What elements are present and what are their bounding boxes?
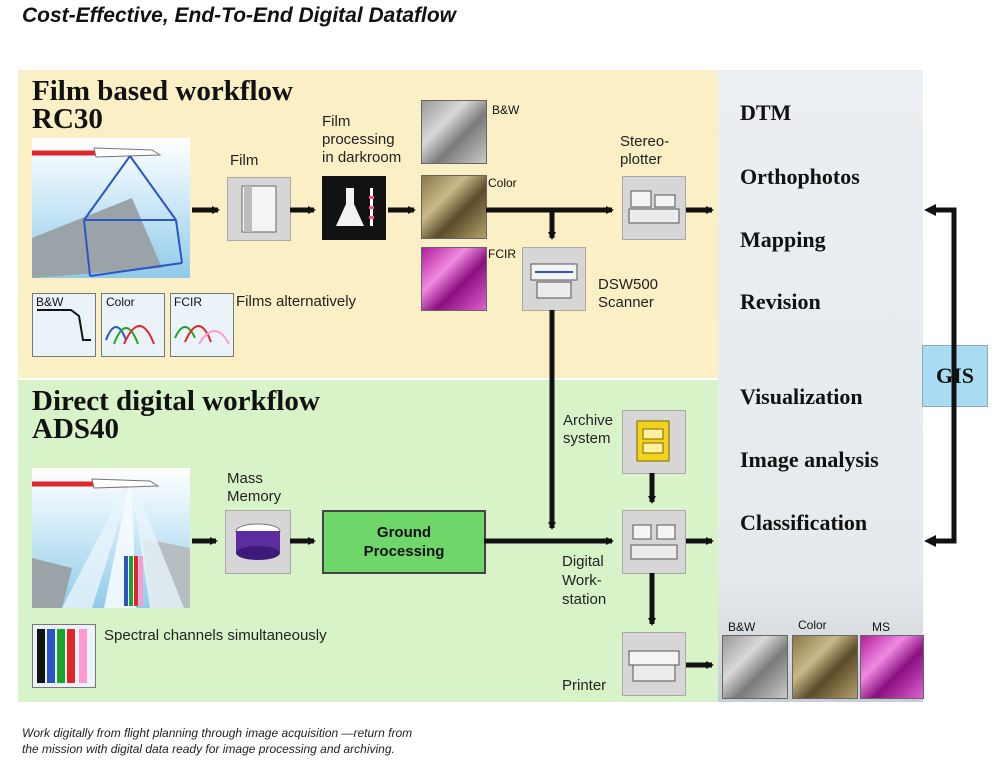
digital-footprint-icon (32, 478, 190, 608)
bw-label: B&W (492, 103, 520, 117)
caption-line-1: Work digitally from flight planning thro… (22, 726, 413, 740)
stereoplotter-box (622, 176, 686, 240)
workstation-icon (630, 524, 678, 560)
workstation-label-3: station (562, 591, 607, 608)
processing-label-1: Film (322, 113, 351, 130)
film-footprint-icon (32, 147, 183, 278)
films-alternatively-label: Films alternatively (236, 293, 357, 310)
digital-workflow-heading: Direct digital workflow (32, 385, 320, 417)
product-mapping: Mapping (740, 227, 826, 252)
color-film-thumbnail (421, 175, 487, 239)
color-curve-box (101, 293, 165, 357)
rc30-heading: RC30 (32, 103, 103, 135)
product-image-analysis: Image analysis (740, 447, 879, 472)
film-roll-box (227, 177, 291, 241)
spectral-channels-box (32, 624, 96, 688)
product-classification: Classification (740, 510, 868, 535)
archive-box (622, 410, 686, 474)
scanner-label-1: DSW500 (598, 276, 659, 293)
bw-curve-icon (37, 309, 91, 341)
product-revision: Revision (740, 289, 821, 314)
disk-icon (235, 523, 281, 560)
output-color-label: Color (798, 618, 827, 632)
scanner-label-2: Scanner (598, 294, 654, 311)
fcir-curve-box (170, 293, 234, 357)
film-roll-icon (241, 185, 277, 233)
spectral-channels-icon (37, 629, 87, 683)
output-ms-thumbnail (860, 635, 924, 699)
output-ms-label: MS (872, 620, 890, 634)
gis-arrow-top (924, 204, 936, 216)
caption-line-2: the mission with digital data ready for … (22, 742, 395, 756)
spectral-channels-label: Spectral channels simultaneously (104, 627, 327, 644)
color-label: Color (488, 176, 517, 190)
film-workflow-heading: Film based workflow (32, 75, 293, 107)
workstation-label-1: Digital (562, 553, 604, 570)
ground-processing-box: Ground Processing (322, 510, 486, 574)
color-curve-icon (105, 325, 155, 345)
product-visualization: Visualization (740, 384, 863, 409)
film-label: Film (230, 152, 259, 169)
mass-memory-label-2: Memory (227, 488, 282, 505)
archive-icon (636, 420, 670, 462)
fcir-label: FCIR (488, 247, 516, 261)
mass-memory-box (225, 510, 291, 574)
stereo-label-2: plotter (620, 151, 662, 168)
processing-label-2: processing (322, 131, 395, 148)
scanner-box (522, 247, 586, 311)
printer-label: Printer (562, 677, 607, 694)
processing-label-3: in darkroom (322, 149, 402, 166)
flask-icon (336, 188, 374, 226)
product-orthophotos: Orthophotos (740, 164, 860, 189)
archive-label-2: system (563, 430, 611, 447)
stereo-label-1: Stereo- (620, 133, 670, 150)
stereoplotter-icon (628, 190, 680, 224)
products-panel (718, 70, 923, 702)
scanner-icon (530, 263, 578, 299)
darkroom-box (322, 176, 386, 240)
workstation-box (622, 510, 686, 574)
page-title: Cost-Effective, End-To-End Digital Dataf… (22, 4, 457, 27)
fcir-curve-label: FCIR (174, 295, 202, 309)
ads40-heading: ADS40 (32, 413, 120, 445)
archive-label-1: Archive (563, 412, 614, 429)
ads40-camera-illustration (32, 468, 190, 608)
printer-icon (628, 650, 680, 682)
color-curve-label: Color (106, 295, 135, 309)
bw-film-thumbnail (421, 100, 487, 164)
printer-box (622, 632, 686, 696)
bw-curve-label: B&W (36, 295, 64, 309)
product-dtm: DTM (740, 100, 792, 125)
output-bw-label: B&W (728, 620, 756, 634)
rc30-camera-illustration (32, 138, 190, 278)
fcir-curve-icon (174, 325, 230, 345)
output-color-thumbnail (792, 635, 858, 699)
gis-arrow-bottom (924, 535, 936, 547)
fcir-film-thumbnail (421, 247, 487, 311)
ground-processing-label-2: Processing (363, 543, 445, 560)
ground-processing-label-1: Ground (376, 524, 432, 541)
output-bw-thumbnail (722, 635, 788, 699)
bw-curve-box (32, 293, 96, 357)
mass-memory-label-1: Mass (227, 470, 263, 487)
gis-bracket (932, 207, 957, 544)
workstation-label-2: Work- (562, 572, 602, 589)
